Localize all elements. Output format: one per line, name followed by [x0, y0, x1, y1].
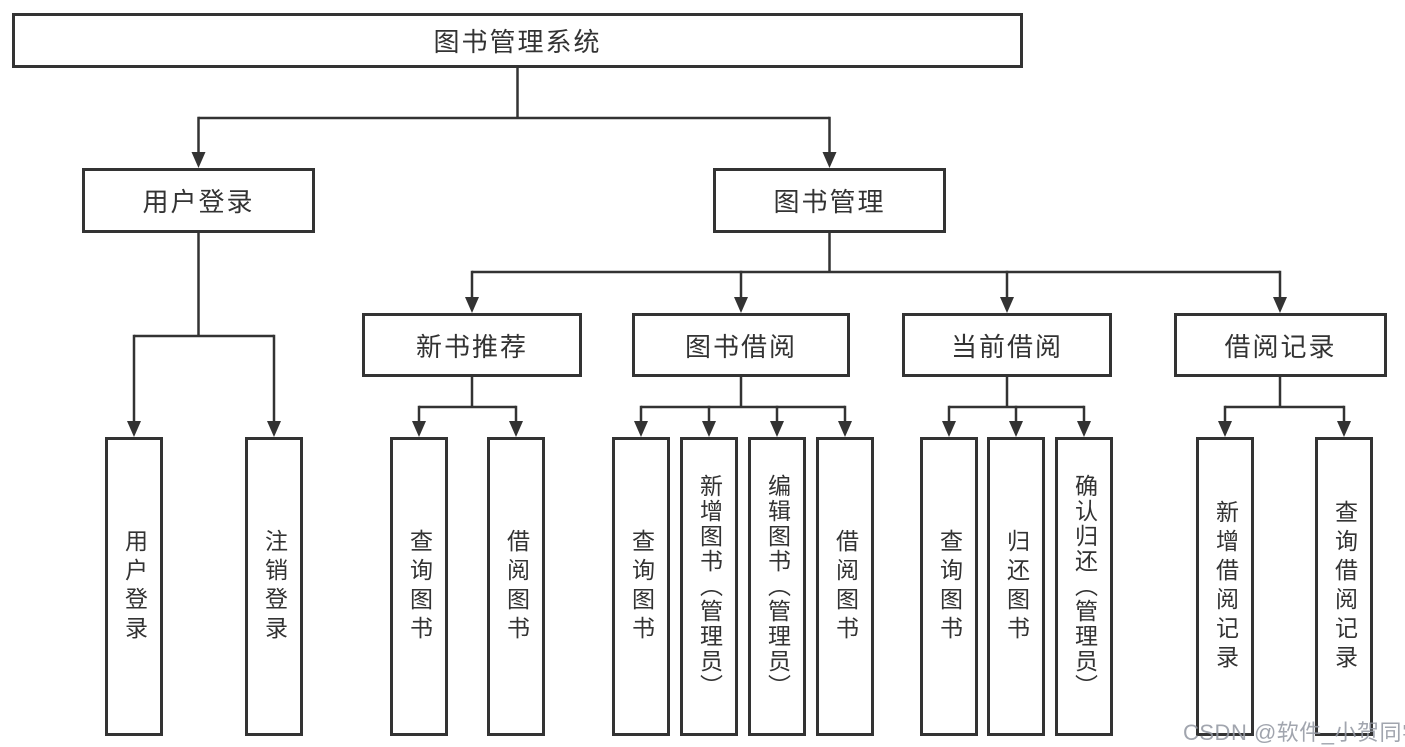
- leaf-cb-confirm-return-admin: 确认归还（管理员）: [1055, 437, 1113, 736]
- node-user-login-label: 用户登录: [142, 187, 255, 217]
- leaf-bb-query-books: 查询图书: [612, 437, 670, 736]
- leaf-bb-query-books-label: 查询图书: [628, 528, 655, 645]
- node-book-management-label: 图书管理: [773, 187, 886, 217]
- leaf-nb-borrow-books: 借阅图书: [487, 437, 545, 736]
- node-current-borrow: 当前借阅: [902, 313, 1112, 377]
- leaf-br-query-record-label: 查询借阅记录: [1331, 499, 1358, 674]
- node-current-borrow-label: 当前借阅: [950, 331, 1063, 362]
- connector-book-borrow-split: [634, 377, 852, 437]
- leaf-cb-return-books-label: 归还图书: [1003, 528, 1030, 645]
- node-new-book-recommend-label: 新书推荐: [415, 331, 528, 362]
- leaf-br-query-record: 查询借阅记录: [1315, 437, 1373, 736]
- leaf-cb-confirm-return-admin-label: 确认归还（管理员）: [1071, 474, 1098, 699]
- connector-root-split: [191, 68, 837, 168]
- connector-new-book-split: [412, 377, 523, 437]
- connector-borrow-records-split: [1218, 377, 1351, 437]
- node-book-borrow-label: 图书借阅: [684, 331, 797, 362]
- node-book-management: 图书管理: [713, 168, 946, 233]
- node-new-book-recommend: 新书推荐: [362, 313, 582, 377]
- leaf-br-add-record: 新增借阅记录: [1196, 437, 1254, 736]
- node-root: 图书管理系统: [12, 13, 1023, 68]
- leaf-cb-query-books: 查询图书: [920, 437, 978, 736]
- leaf-user-login-label: 用户登录: [121, 528, 148, 645]
- leaf-user-login: 用户登录: [105, 437, 163, 736]
- leaf-nb-borrow-books-label: 借阅图书: [503, 528, 530, 645]
- node-borrow-records: 借阅记录: [1174, 313, 1387, 377]
- leaf-logout-label: 注销登录: [261, 528, 288, 645]
- leaf-nb-query-books: 查询图书: [390, 437, 448, 736]
- connector-current-borrow-split: [942, 377, 1091, 437]
- node-book-borrow: 图书借阅: [632, 313, 850, 377]
- leaf-bb-edit-books-admin-label: 编辑图书（管理员）: [764, 474, 791, 699]
- node-borrow-records-label: 借阅记录: [1224, 331, 1337, 362]
- leaf-bb-borrow-books: 借阅图书: [816, 437, 874, 736]
- connector-user-login-split: [127, 233, 281, 437]
- leaf-bb-add-books-admin: 新增图书（管理员）: [680, 437, 738, 736]
- connector-book-management-split: [465, 233, 1287, 313]
- watermark: CSDN @软件_小贺同学: [1183, 720, 1405, 745]
- node-user-login: 用户登录: [82, 168, 315, 233]
- leaf-br-add-record-label: 新增借阅记录: [1212, 499, 1239, 674]
- leaf-bb-add-books-admin-label: 新增图书（管理员）: [696, 474, 723, 699]
- leaf-cb-query-books-label: 查询图书: [936, 528, 963, 645]
- leaf-cb-return-books: 归还图书: [987, 437, 1045, 736]
- node-root-label: 图书管理系统: [433, 27, 602, 57]
- leaf-bb-borrow-books-label: 借阅图书: [832, 528, 859, 645]
- leaf-nb-query-books-label: 查询图书: [406, 528, 433, 645]
- leaf-bb-edit-books-admin: 编辑图书（管理员）: [748, 437, 806, 736]
- leaf-logout: 注销登录: [245, 437, 303, 736]
